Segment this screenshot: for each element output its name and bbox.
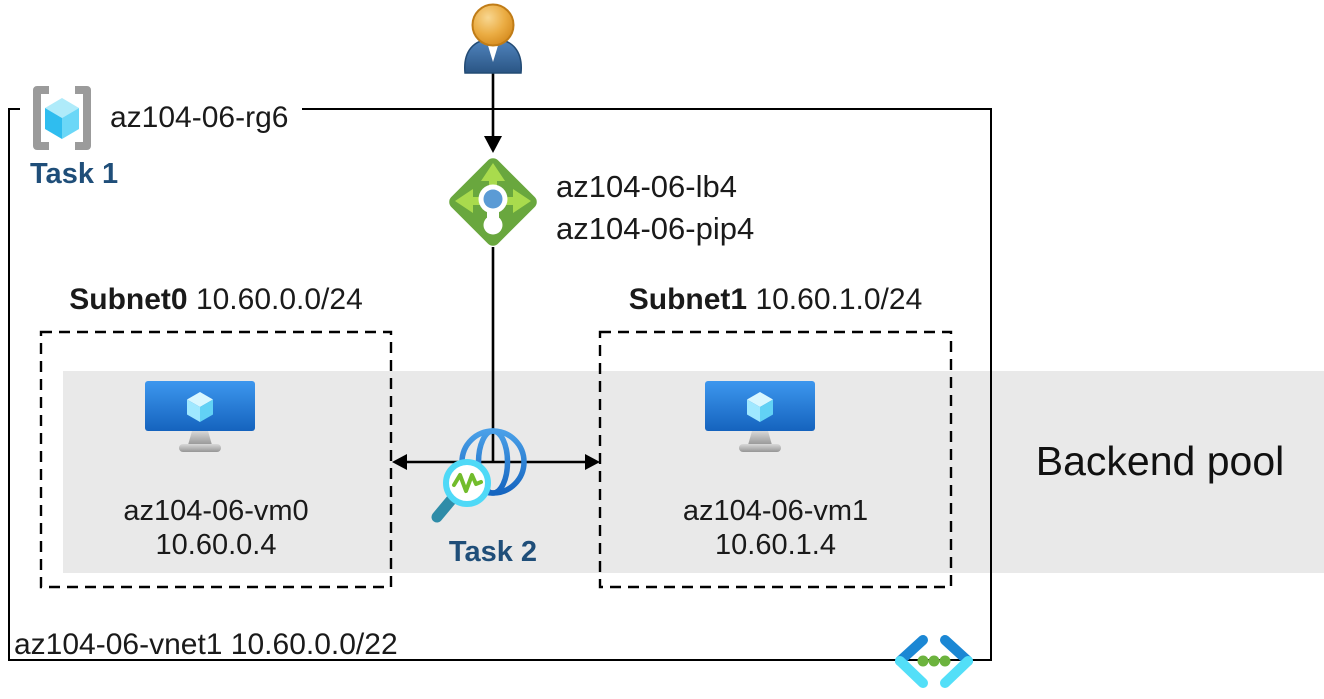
vnet-label: az104-06-vnet1 10.60.0.0/22 <box>14 628 398 661</box>
vm1-name: az104-06-vm1 <box>682 495 869 527</box>
subnet0-label: Subnet0 10.60.0.0/24 <box>41 283 391 317</box>
load-balancer-labels: az104-06-lb4 az104-06-pip4 <box>556 166 754 250</box>
subnet1-cidr: 10.60.1.0/24 <box>755 283 923 316</box>
load-balancer-icon <box>449 158 537 246</box>
vm0-label: az104-06-vm0 10.60.0.4 <box>41 494 391 562</box>
vm1-label: az104-06-vm1 10.60.1.4 <box>600 494 951 562</box>
resource-group-boundary <box>8 108 992 661</box>
load-balancer-name: az104-06-lb4 <box>556 169 737 204</box>
subnet0-cidr: 10.60.0.0/24 <box>195 283 363 316</box>
resource-group-icon <box>33 86 91 150</box>
virtual-network-icon <box>895 635 973 688</box>
task2-label: Task 2 <box>448 536 538 568</box>
resource-group-name: az104-06-rg6 <box>110 101 289 134</box>
subnet0-name: Subnet0 <box>69 283 188 316</box>
resource-group-header: az104-06-rg6 <box>20 84 303 152</box>
vm0-name: az104-06-vm0 <box>123 495 309 527</box>
subnet1-label: Subnet1 10.60.1.0/24 <box>600 283 951 317</box>
user-icon <box>464 3 522 74</box>
virtual-machine-icon <box>145 381 255 452</box>
vm1-ip: 10.60.1.4 <box>715 529 836 561</box>
cube-right-face <box>62 108 79 139</box>
vm0-ip: 10.60.0.4 <box>155 529 277 561</box>
public-ip-name: az104-06-pip4 <box>556 211 755 246</box>
globe-magnifier-icon <box>431 428 527 523</box>
virtual-machine-icon <box>705 381 815 452</box>
cube-left-face <box>45 108 62 139</box>
task1-label: Task 1 <box>30 158 119 190</box>
backend-pool-label: Backend pool <box>1035 438 1285 484</box>
subnet1-name: Subnet1 <box>628 283 748 316</box>
magnifier-handle <box>431 493 458 523</box>
pulse-line <box>452 473 483 493</box>
